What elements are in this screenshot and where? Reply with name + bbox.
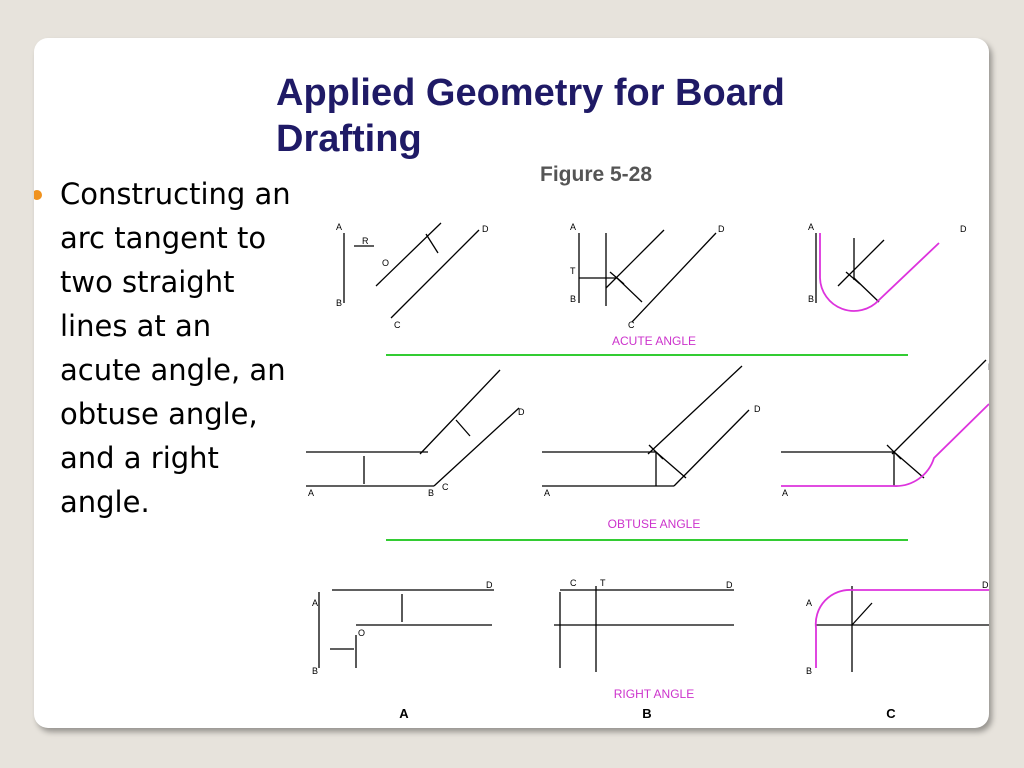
point-label: T	[570, 266, 576, 276]
obtuse-step-b	[542, 365, 750, 487]
bullet-dot-icon	[34, 190, 42, 200]
point-label: B	[570, 294, 576, 304]
point-label: B	[808, 294, 814, 304]
acute-step-c	[815, 233, 885, 303]
point-label: C	[570, 578, 577, 588]
label-acute-angle: ACUTE ANGLE	[612, 334, 696, 348]
point-label: A	[312, 598, 318, 608]
label-right-angle: RIGHT ANGLE	[614, 687, 694, 701]
acute-step-b	[578, 229, 717, 323]
point-label: A	[808, 222, 814, 232]
point-label: D	[754, 404, 761, 414]
point-label: O	[382, 258, 389, 268]
point-label: B	[806, 666, 812, 676]
right-step-a	[318, 589, 494, 668]
point-label: D	[718, 224, 725, 234]
point-label: A	[782, 488, 788, 498]
point-label: D	[988, 362, 989, 372]
point-label: A	[570, 222, 576, 232]
point-label: D	[982, 580, 989, 590]
point-label: D	[482, 224, 489, 234]
obtuse-step-a	[306, 369, 520, 487]
column-label-c: C	[886, 706, 896, 721]
right-step-b	[554, 586, 734, 672]
bullet-text: Constructing an arc tangent to two strai…	[60, 177, 291, 519]
obtuse-step-c	[781, 359, 987, 486]
point-label: B	[336, 298, 342, 308]
point-label: A	[544, 488, 550, 498]
point-label: D	[518, 407, 525, 417]
point-label: D	[726, 580, 733, 590]
slide: Applied Geometry for Board Drafting Cons…	[34, 38, 989, 728]
label-obtuse-angle: OBTUSE ANGLE	[608, 517, 701, 531]
point-label: C	[628, 320, 635, 330]
point-label: D	[486, 580, 493, 590]
geometry-figure: ACUTE ANGLE OBTUSE ANGLE RIGHT ANGLE A B…	[306, 222, 989, 721]
point-label: B	[312, 666, 318, 676]
point-label: D	[960, 224, 967, 234]
figure-caption: Figure 5-28	[540, 163, 653, 186]
point-label: O	[358, 628, 365, 638]
point-label: R	[362, 236, 369, 246]
acute-step-a	[343, 222, 480, 319]
right-step-c	[816, 586, 989, 672]
point-label: A	[806, 598, 812, 608]
column-label-b: B	[642, 706, 651, 721]
point-label: C	[442, 482, 449, 492]
tangent-arcs	[781, 233, 989, 668]
point-label: A	[308, 488, 314, 498]
slide-title: Applied Geometry for Board Drafting	[276, 72, 785, 160]
column-label-a: A	[399, 706, 409, 721]
point-label: B	[428, 488, 434, 498]
point-label: T	[600, 578, 606, 588]
point-label: C	[394, 320, 401, 330]
point-label: A	[336, 222, 342, 232]
